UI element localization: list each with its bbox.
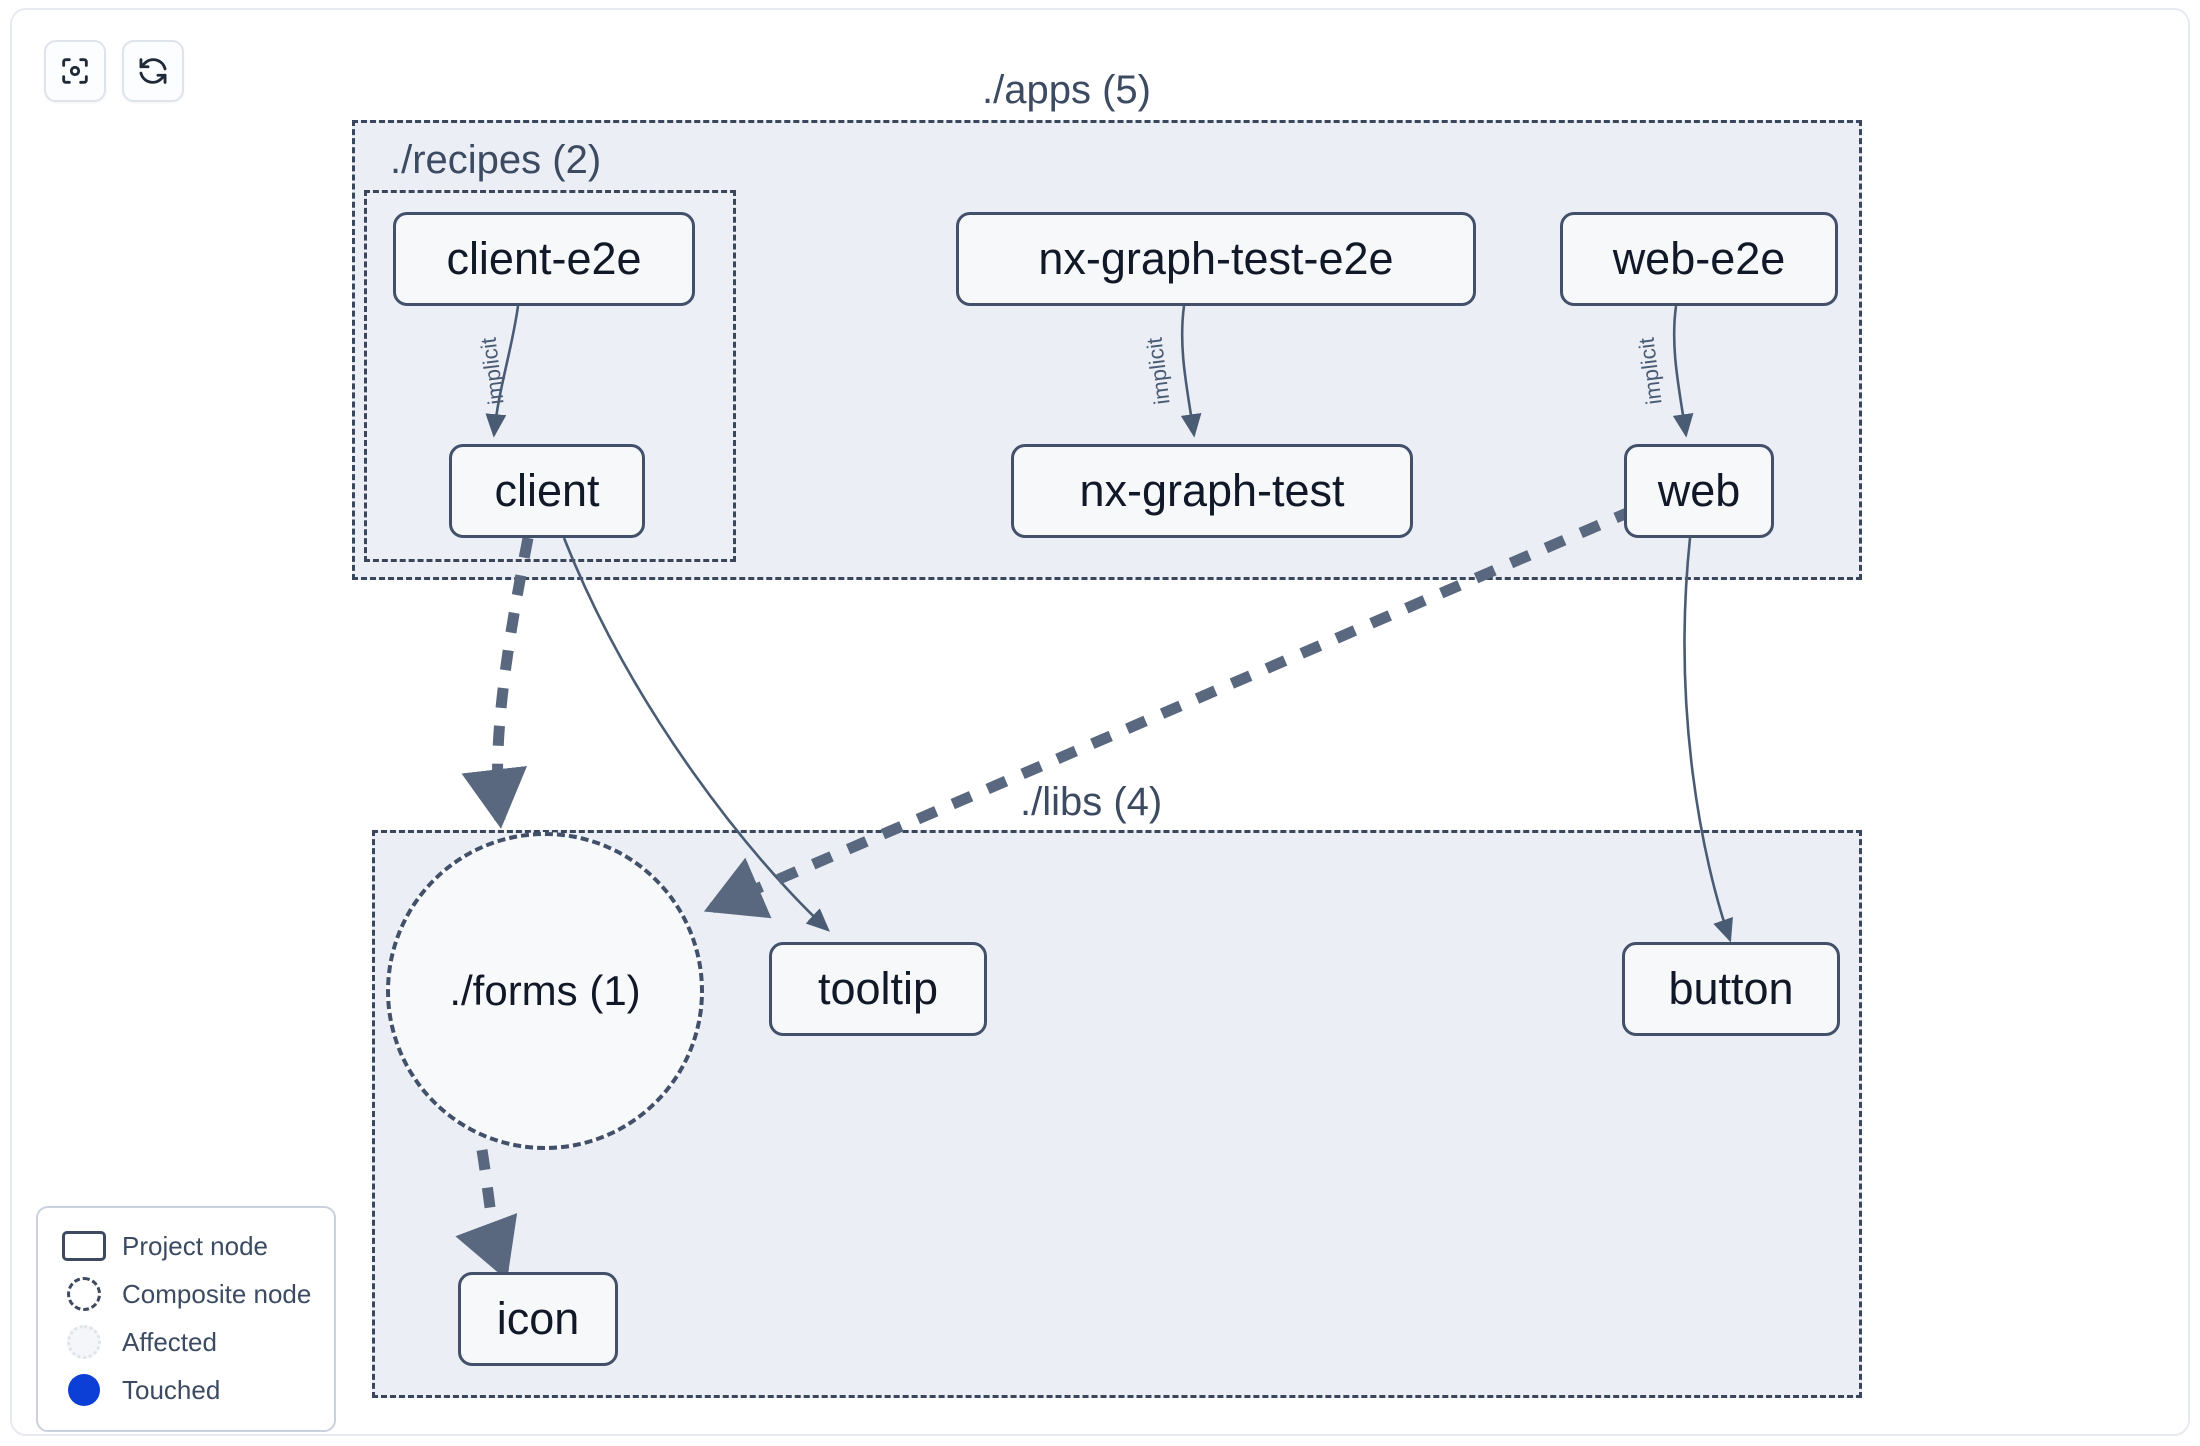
graph-canvas-card: ./apps (5) ./recipes (2) ./libs (4) (10, 8, 2190, 1436)
node-web-e2e[interactable]: web-e2e (1560, 212, 1838, 306)
legend-item-affected: Affected (56, 1318, 316, 1366)
legend-label-project-node: Project node (122, 1230, 268, 1261)
edge-client-to-forms (461, 536, 534, 829)
legend-item-project-node: Project node (56, 1222, 316, 1270)
node-forms[interactable]: ./forms (1) (386, 832, 704, 1150)
project-node-swatch (56, 1231, 112, 1261)
legend-item-composite-node: Composite node (56, 1270, 316, 1318)
group-recipes-label: ./recipes (2) (390, 138, 602, 182)
node-button[interactable]: button (1622, 942, 1840, 1036)
composite-node-swatch (56, 1277, 112, 1311)
refresh-icon (136, 54, 170, 88)
node-client-e2e[interactable]: client-e2e (393, 212, 695, 306)
node-icon[interactable]: icon (458, 1272, 618, 1366)
node-nx-graph-test[interactable]: nx-graph-test (1011, 444, 1413, 538)
node-tooltip[interactable]: tooltip (769, 942, 987, 1036)
refresh-graph-button[interactable] (122, 40, 184, 102)
legend-label-composite-node: Composite node (122, 1278, 312, 1309)
node-client[interactable]: client (449, 444, 645, 538)
graph-toolbar (44, 40, 184, 102)
legend-label-touched: Touched (122, 1374, 221, 1405)
affected-swatch (56, 1325, 112, 1359)
touched-swatch (56, 1374, 112, 1406)
focus-target-icon (58, 54, 92, 88)
node-web[interactable]: web (1624, 444, 1774, 538)
graph-legend: Project node Composite node Affected Tou… (36, 1206, 336, 1432)
legend-item-touched: Touched (56, 1366, 316, 1414)
focus-graph-button[interactable] (44, 40, 106, 102)
group-apps-label: ./apps (5) (982, 68, 1151, 112)
legend-label-affected: Affected (122, 1326, 217, 1357)
node-nx-graph-test-e2e[interactable]: nx-graph-test-e2e (956, 212, 1476, 306)
group-libs-label: ./libs (4) (1020, 780, 1163, 824)
